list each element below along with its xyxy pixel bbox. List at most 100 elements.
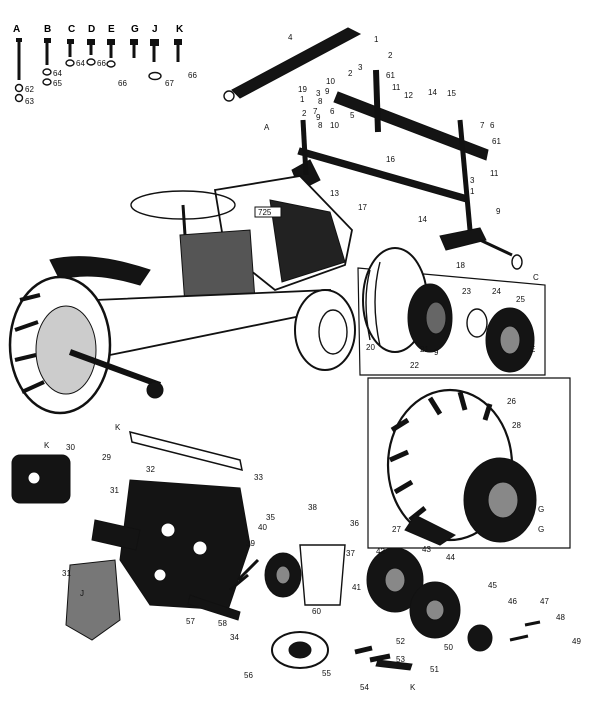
- callout-transmission-callouts-3: 30: [66, 443, 75, 452]
- callout-steering-callouts-20: 1: [300, 95, 305, 104]
- callout-steering-callouts-14: 15: [447, 89, 456, 98]
- rear-wheel-box: [367, 377, 571, 549]
- callout-steering-callouts-4: 61: [386, 71, 395, 80]
- drag-link-part: [231, 27, 362, 99]
- callout-front-wheel-callouts-4: 21: [420, 345, 429, 354]
- hardware-sub-67: 67: [165, 79, 174, 88]
- callout-front-wheel-callouts-7: E: [530, 345, 535, 354]
- front-axle-part: [333, 91, 489, 161]
- callout-steering-callouts-34: 2: [348, 69, 353, 78]
- callout-steering-callouts-6: 11: [392, 83, 401, 92]
- hardware-sub-63: 63: [25, 97, 34, 106]
- callout-steering-callouts-28: 61: [492, 137, 501, 146]
- callout-transmission-callouts-6: 31: [110, 486, 119, 495]
- callout-transmission-callouts-34: 60: [312, 607, 321, 616]
- callout-steering-callouts-0: 4: [288, 33, 293, 42]
- tractor-model-label: 725: [258, 208, 272, 217]
- callout-steering-callouts-11: 6: [330, 107, 335, 116]
- callout-transmission-callouts-1: 29: [102, 453, 111, 462]
- callout-transmission-callouts-14: 42: [376, 547, 385, 556]
- hardware-sub-62: 62: [25, 85, 34, 94]
- transmission-assembly: [11, 430, 541, 671]
- hardware-sub-c-64: 64: [76, 59, 85, 68]
- callout-steering-callouts-31: 14: [418, 215, 427, 224]
- callout-front-wheel-callouts-0: 23: [462, 287, 471, 296]
- hardware-legend: A B C D E G J K: [13, 24, 197, 106]
- callout-rear-wheel-callouts-1: 28: [512, 421, 521, 430]
- bracket-part: [129, 430, 243, 472]
- callout-transmission-callouts-10: 40: [258, 523, 267, 532]
- callout-steering-callouts-27: 6: [490, 121, 495, 130]
- callout-steering-callouts-23: 9: [316, 113, 321, 122]
- callout-rear-wheel-callouts-3: G: [538, 505, 544, 514]
- ball-joint-part: [223, 90, 235, 102]
- bolt-a-icon: [14, 38, 24, 103]
- bolt-e-icon: [106, 39, 116, 68]
- callout-steering-callouts-29: 11: [490, 169, 499, 178]
- tractor-body: 725: [8, 175, 356, 415]
- callout-steering-callouts-16: 13: [330, 189, 339, 198]
- callout-transmission-callouts-19: 47: [540, 597, 549, 606]
- callout-steering-callouts-35: A: [264, 123, 270, 132]
- hardware-letter-b: B: [44, 24, 51, 35]
- callout-front-wheel-callouts-2: 25: [516, 295, 525, 304]
- hardware-sub-e-66: 66: [118, 79, 127, 88]
- callout-transmission-callouts-28: 56: [244, 671, 253, 680]
- seat-part: [49, 256, 151, 286]
- callout-transmission-callouts-15: 43: [422, 545, 431, 554]
- callout-steering-callouts-15: 16: [386, 155, 395, 164]
- callout-steering-callouts-8: 9: [325, 87, 330, 96]
- right-spindle-part: [439, 227, 487, 251]
- callout-steering-callouts-13: 14: [428, 88, 437, 97]
- callout-steering-callouts-32: 3: [470, 176, 475, 185]
- hardware-letter-a: A: [13, 24, 20, 35]
- callout-transmission-callouts-20: 48: [556, 613, 565, 622]
- callout-steering-callouts-22: 3: [316, 89, 321, 98]
- callout-transmission-callouts-8: 35: [266, 513, 275, 522]
- callout-transmission-callouts-0: K: [115, 423, 121, 432]
- callout-transmission-callouts-24: 53: [396, 655, 405, 664]
- callout-transmission-callouts-7: 38: [308, 503, 317, 512]
- callout-steering-callouts-9: 8: [318, 97, 323, 106]
- hardware-letter-j: J: [152, 24, 158, 35]
- cover-plate-part: [11, 454, 71, 504]
- callout-front-wheel-callouts-6: 9: [434, 348, 439, 357]
- callout-transmission-callouts-32: 31: [62, 569, 71, 578]
- callout-steering-callouts-3: 3: [358, 63, 363, 72]
- callout-transmission-callouts-27: 55: [322, 669, 331, 678]
- callout-front-wheel-callouts-5: 22: [410, 361, 419, 370]
- callout-transmission-callouts-17: 45: [488, 581, 497, 590]
- callout-transmission-callouts-33: J: [80, 589, 84, 598]
- callout-steering-callouts-24: 8: [318, 121, 323, 130]
- callout-steering-callouts-26: 7: [480, 121, 485, 130]
- hardware-sub-k-66: 66: [188, 71, 197, 80]
- callout-steering-callouts-18: 18: [456, 261, 465, 270]
- callout-rear-wheel-callouts-4: G: [538, 525, 544, 534]
- callout-front-wheel-callouts-3: 20: [366, 343, 375, 352]
- callout-transmission-callouts-35: K: [410, 683, 416, 692]
- callout-transmission-callouts-9: 36: [350, 519, 359, 528]
- bolt-g-icon: [130, 39, 138, 58]
- hardware-letter-g: G: [131, 24, 139, 35]
- callout-steering-callouts-5: 12: [404, 91, 413, 100]
- callout-rear-wheel-callouts-2: 27: [392, 525, 401, 534]
- callout-transmission-callouts-25: 51: [430, 665, 439, 674]
- callout-rear-wheel-callouts-0: 26: [507, 397, 516, 406]
- axle-pivot-part: [373, 69, 381, 133]
- callout-steering-callouts-12: 5: [350, 111, 355, 120]
- callout-steering-callouts-2: 2: [388, 51, 393, 60]
- callout-transmission-callouts-18: 46: [508, 597, 517, 606]
- callout-transmission-callouts-13: 41: [352, 583, 361, 592]
- callout-steering-callouts-17: 17: [358, 203, 367, 212]
- callout-steering-callouts-36: C: [533, 273, 539, 282]
- front-wheel-box: [357, 247, 546, 376]
- callout-front-wheel-callouts-1: 24: [492, 287, 501, 296]
- callout-transmission-callouts-31: 34: [230, 633, 239, 642]
- callout-transmission-callouts-2: K: [44, 441, 50, 450]
- callout-steering-callouts-25: 10: [330, 121, 339, 130]
- hardware-sub-d-66: 66: [97, 59, 106, 68]
- hardware-letter-c: C: [68, 24, 75, 35]
- callout-steering-callouts-30: 9: [496, 207, 501, 216]
